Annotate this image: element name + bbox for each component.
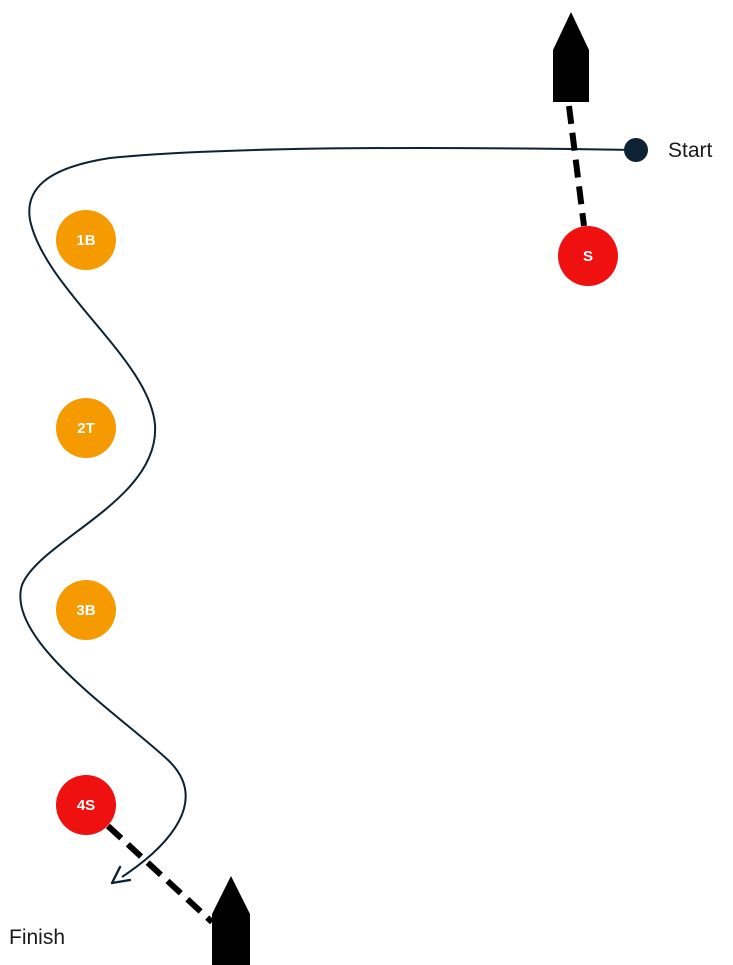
- mark-1b-buoy: [56, 210, 116, 270]
- mark-2t-buoy: [56, 398, 116, 458]
- mark-1b: 1B: [56, 210, 116, 270]
- mark-3b-label: 3B: [76, 602, 95, 619]
- mark-s: S: [558, 226, 618, 286]
- start-boat-icon: [553, 12, 589, 102]
- mark-4s-buoy: [56, 775, 116, 835]
- mark-3b: 3B: [56, 580, 116, 640]
- start-dot: [624, 138, 648, 162]
- course-path: [19, 146, 637, 878]
- mark-3b-buoy: [56, 580, 116, 640]
- mark-2t: 2T: [56, 398, 116, 458]
- finish-boat-icon: [212, 876, 250, 965]
- finish-gate-line: [105, 823, 215, 925]
- finish-arrow-icon: [110, 865, 132, 885]
- mark-s-buoy: [558, 226, 618, 286]
- mark-4s: 4S: [56, 775, 116, 835]
- mark-4s-label: 4S: [77, 797, 95, 814]
- mark-s-label: S: [583, 248, 593, 265]
- start-label: Start: [668, 139, 713, 162]
- mark-1b-label: 1B: [76, 232, 95, 249]
- mark-2t-label: 2T: [77, 420, 95, 437]
- finish-label: Finish: [9, 926, 65, 949]
- start-gate-line: [566, 105, 587, 227]
